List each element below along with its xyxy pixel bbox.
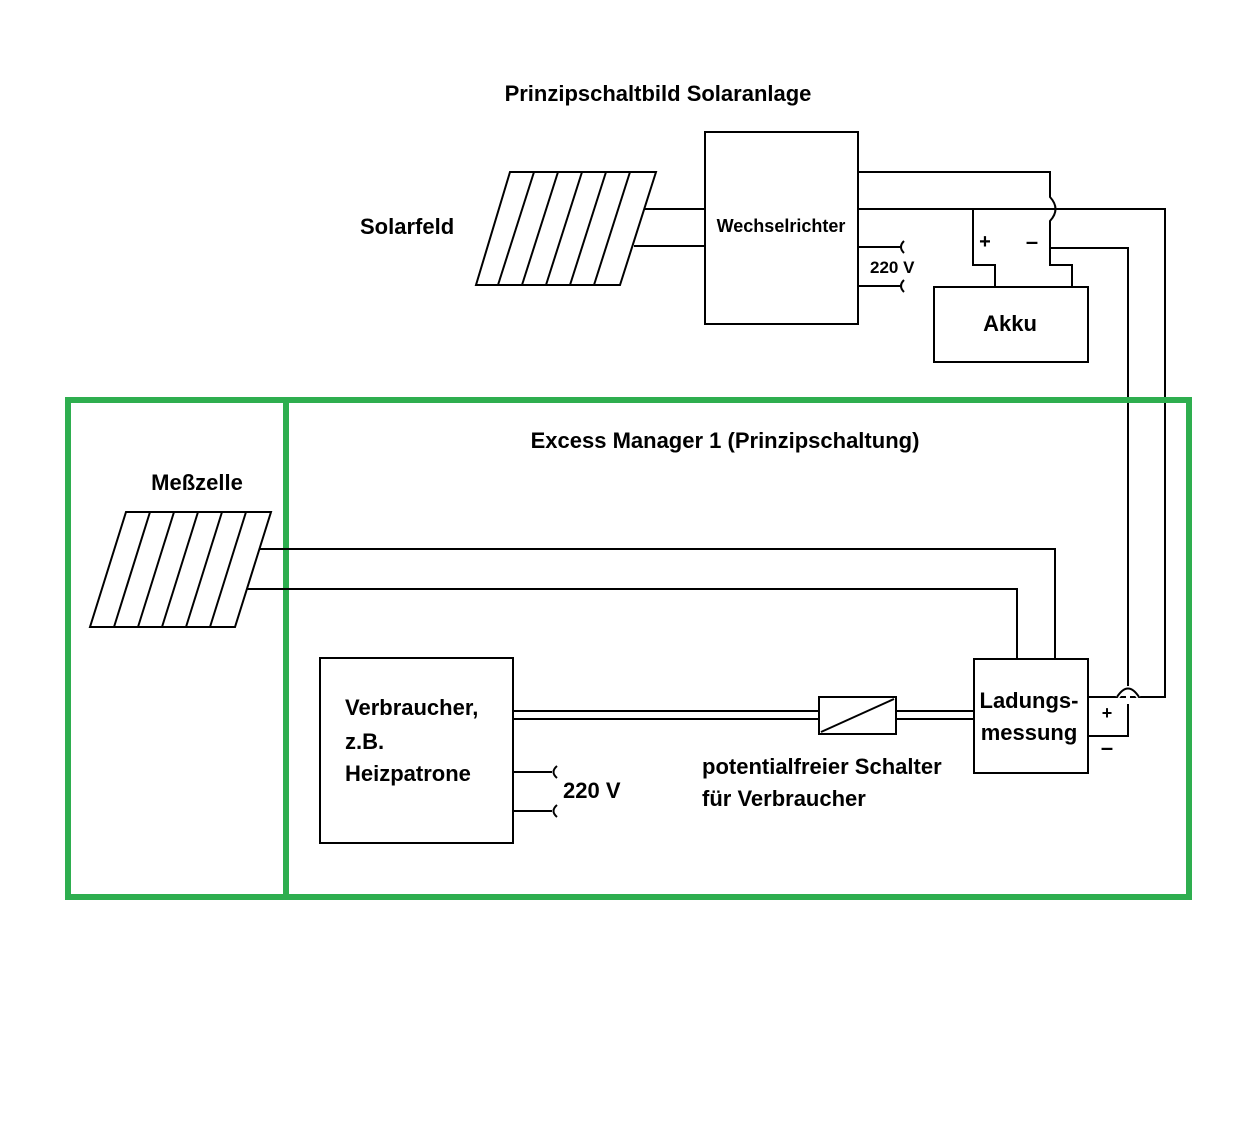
wire-crossing-hop xyxy=(1116,687,1140,698)
excess-manager-border xyxy=(65,397,1192,900)
battery-minus-terminal xyxy=(1049,248,1073,287)
solar-field-panel-icon xyxy=(474,171,658,286)
consumer-label-line-2: z.B. xyxy=(345,729,384,754)
battery-plus-wire xyxy=(972,209,996,287)
charge-measurement-label-line-1: Ladungs- xyxy=(980,688,1079,713)
potential-free-switch-diagonal xyxy=(820,698,895,733)
measuring-cell-label: Meßzelle xyxy=(151,470,243,495)
consumer-voltage-label: 220 V xyxy=(563,778,621,803)
charge-measurement-box xyxy=(973,658,1089,774)
switch-label-line-2: für Verbraucher xyxy=(702,786,866,811)
consumer-label-line-3: Heizpatrone xyxy=(345,761,471,786)
battery-label: Akku xyxy=(983,311,1037,336)
excess-manager-title: Excess Manager 1 (Prinzipschaltung) xyxy=(531,428,920,453)
measuring-cell-panel-icon xyxy=(88,511,273,628)
battery-minus-wire xyxy=(1050,247,1129,737)
measuring-cell-wire-1 xyxy=(259,548,1056,659)
measuring-cell-wire-2 xyxy=(247,588,1018,659)
inverter-wire-plus-to-charge xyxy=(858,208,1166,698)
diagram-title: Prinzipschaltbild Solaranlage xyxy=(505,81,812,106)
inverter-label: Wechselrichter xyxy=(717,216,846,236)
battery-box xyxy=(933,286,1089,363)
battery-minus-sign: – xyxy=(1026,229,1038,254)
consumer-label-line-1: Verbraucher, xyxy=(345,695,478,720)
charge-plus-sign: + xyxy=(1102,703,1113,723)
consumer-box xyxy=(319,657,514,844)
battery-plus-sign: + xyxy=(979,231,991,253)
inverter-output-label: 220 V xyxy=(870,258,915,277)
charge-measurement-label-line-2: messung xyxy=(981,720,1078,745)
inverter-output-terminals xyxy=(858,240,905,293)
inverter-box xyxy=(704,131,859,325)
consumer-power-terminals xyxy=(513,765,558,818)
inverter-wire-top xyxy=(858,171,1057,248)
solar-field-label: Solarfeld xyxy=(360,214,454,239)
charge-minus-sign: – xyxy=(1101,735,1113,760)
switch-label-line-1: potentialfreier Schalter xyxy=(702,754,942,779)
